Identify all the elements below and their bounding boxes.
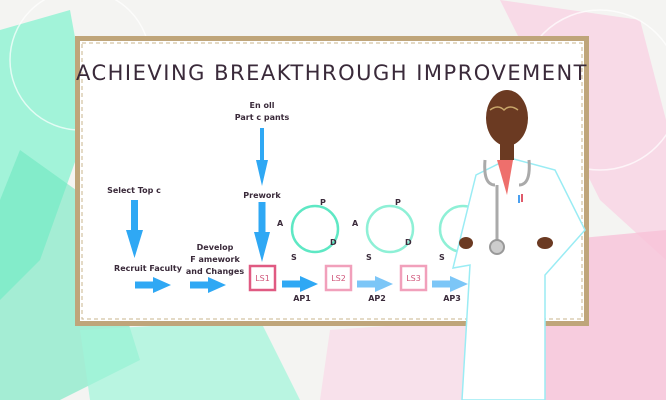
pdsa-label: A	[352, 219, 359, 228]
board-dashed-border	[81, 42, 583, 320]
pdsa-label: D	[330, 238, 337, 247]
action-period-label: AP3	[443, 294, 461, 303]
pdsa-cycle-2: P A D S	[352, 198, 415, 262]
pdsa-label: S	[291, 253, 297, 262]
doctor-illustration	[451, 90, 586, 400]
session-label: LS2	[331, 274, 346, 283]
pen-icon	[521, 194, 523, 202]
develop-label-2: F amework	[190, 255, 240, 264]
select-topic-label: Select Top c	[107, 186, 161, 195]
enroll-label-2: Part c pants	[235, 113, 290, 122]
enroll-label-1: En oll	[250, 101, 275, 110]
pdsa-label: P	[395, 198, 401, 207]
develop-label-3: and Changes	[186, 267, 244, 276]
pdsa-label: D	[405, 238, 412, 247]
pdsa-cycle-1: P A D S	[277, 198, 340, 262]
arrow-down-icon	[126, 200, 143, 258]
arrow-down-icon	[256, 128, 268, 186]
pen-icon	[518, 195, 520, 203]
session-label: LS3	[406, 274, 421, 283]
develop-label-1: Develop	[197, 243, 234, 252]
action-period-label: AP2	[368, 294, 386, 303]
session-box-ls3	[399, 264, 428, 292]
pdsa-label: S	[366, 253, 372, 262]
session-box-ls2	[324, 264, 353, 292]
recruit-faculty-label: Recruit Faculty	[114, 264, 183, 273]
stethoscope-icon	[489, 239, 505, 255]
action-period-label: AP1	[293, 294, 311, 303]
pdsa-label: A	[277, 219, 284, 228]
pdsa-label: S	[439, 253, 445, 262]
session-label: LS1	[255, 274, 270, 283]
board-title: ACHIEVING BREAKTHROUGH IMPROVEMENT	[76, 61, 588, 85]
pdsa-label: P	[320, 198, 326, 207]
prework-label: Prework	[243, 191, 281, 200]
session-box-ls1	[248, 264, 277, 292]
arrow-down-icon	[254, 202, 270, 262]
